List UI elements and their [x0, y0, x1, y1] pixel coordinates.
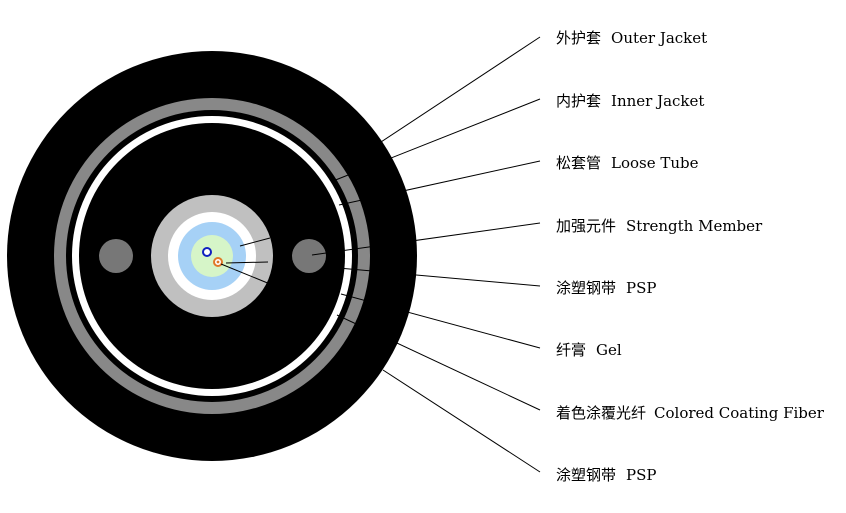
label-psp-2-en: PSP — [626, 466, 656, 484]
label-psp-1-cn: 涂塑钢带 — [556, 279, 616, 297]
label-outer-jacket-cn: 外护套 — [556, 29, 601, 47]
gel-fill — [191, 235, 233, 277]
label-strength-member: 加强元件 Strength Member — [556, 217, 763, 235]
leader-line-gel — [340, 293, 541, 349]
fiber-orange-core — [216, 260, 220, 264]
label-gel-cn: 纤膏 — [556, 341, 586, 359]
label-strength-member-en: Strength Member — [626, 217, 763, 235]
label-inner-jacket: 内护套 Inner Jacket — [556, 92, 704, 110]
label-outer-jacket: 外护套 Outer Jacket — [556, 29, 707, 47]
leader-line-loose-tube — [338, 160, 541, 206]
label-psp-2: 涂塑钢带 PSP — [556, 466, 656, 484]
pointer-loose-tube — [239, 237, 271, 247]
leader-line-colored-fiber — [336, 314, 541, 411]
label-gel: 纤膏 Gel — [556, 341, 622, 359]
pointer-fiber — [220, 263, 271, 285]
pointer-gel — [225, 261, 269, 264]
leader-line-inner-jacket — [332, 98, 541, 182]
leader-line-psp-1 — [326, 266, 541, 287]
strength-member-left — [99, 239, 133, 273]
label-inner-jacket-cn: 内护套 — [556, 92, 601, 110]
label-colored-coating-fiber: 着色涂覆光纤 Colored Coating Fiber — [556, 404, 825, 422]
label-inner-jacket-en: Inner Jacket — [611, 92, 704, 110]
label-psp-1: 涂塑钢带 PSP — [556, 279, 656, 297]
strength-member-right — [292, 239, 326, 273]
leader-line-outer-jacket — [380, 36, 541, 143]
label-colored-coating-fiber-cn: 着色涂覆光纤 — [556, 404, 646, 422]
label-gel-en: Gel — [596, 341, 622, 359]
label-outer-jacket-en: Outer Jacket — [611, 29, 707, 47]
fiber-blue — [202, 247, 212, 257]
label-strength-member-cn: 加强元件 — [556, 217, 616, 235]
label-psp-1-en: PSP — [626, 279, 656, 297]
label-colored-coating-fiber-en: Colored Coating Fiber — [654, 404, 825, 422]
leader-line-psp-2 — [382, 369, 541, 473]
leader-line-strength-member — [311, 222, 541, 256]
label-loose-tube-cn: 松套管 — [556, 154, 601, 172]
label-loose-tube: 松套管 Loose Tube — [556, 154, 699, 172]
label-psp-2-cn: 涂塑钢带 — [556, 466, 616, 484]
label-loose-tube-en: Loose Tube — [611, 154, 699, 172]
